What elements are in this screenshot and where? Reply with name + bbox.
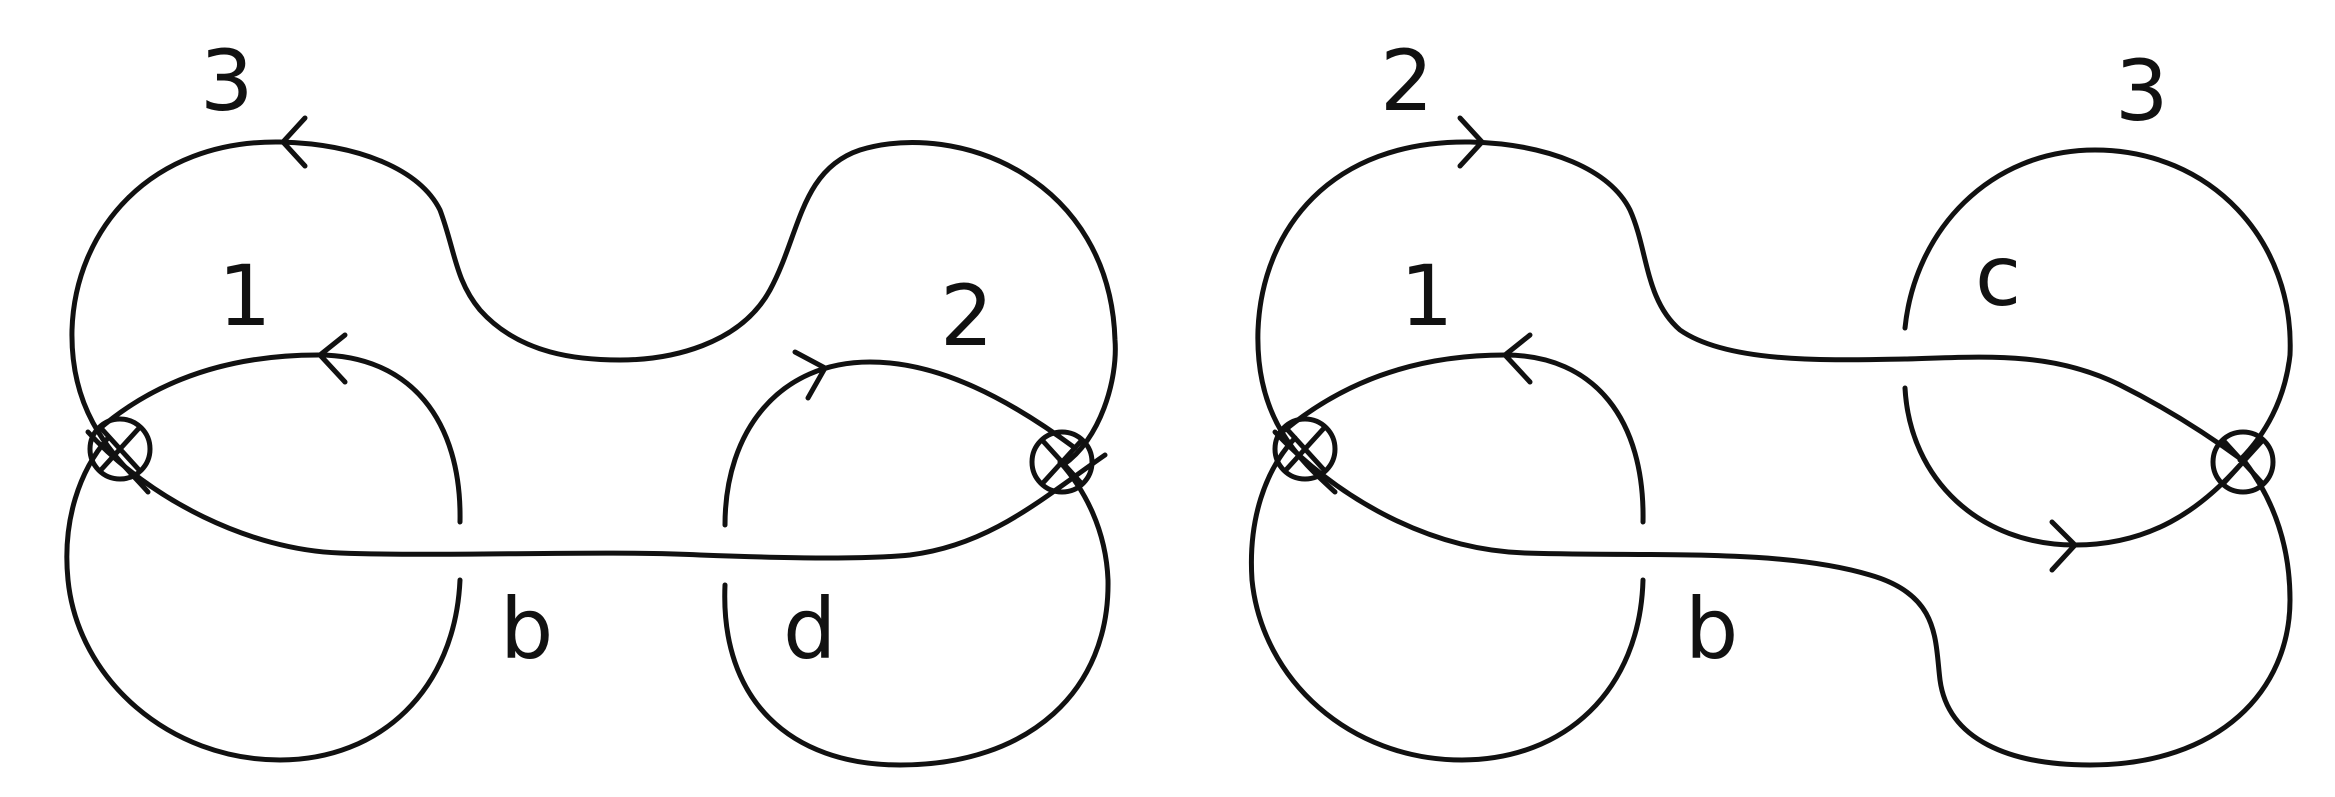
right-inner-arc-1 xyxy=(1282,352,1646,525)
left-label-d: d xyxy=(783,580,836,678)
left-label-b: b xyxy=(500,580,553,678)
right-virtual-crossing-2 xyxy=(2210,429,2276,495)
right-label-c: c xyxy=(1975,227,2021,325)
right-label-1: 1 xyxy=(1400,247,1453,345)
right-arrow-inner-1 xyxy=(1502,332,1533,385)
right-crossing-1-x xyxy=(1282,424,1328,474)
right-arc-c xyxy=(1902,385,2243,548)
left-knot-diagram: 3 1 2 b d xyxy=(64,32,1118,768)
left-label-1: 1 xyxy=(218,247,271,345)
right-virtual-crossing-1 xyxy=(1272,416,1338,482)
right-lower-left-loop xyxy=(1248,435,1646,763)
right-label-3: 3 xyxy=(2115,42,2168,140)
left-crossing-1-x xyxy=(97,424,143,474)
right-component-3-loop xyxy=(1902,147,2293,463)
right-arrow-arc-c xyxy=(2049,519,2078,573)
right-outer-left-loop xyxy=(1255,139,1908,495)
left-lower-left-loop xyxy=(64,435,463,763)
left-arrow-arc-2 xyxy=(792,349,828,401)
right-label-b: b xyxy=(1685,580,1738,678)
left-label-2: 2 xyxy=(940,267,993,365)
left-label-3: 3 xyxy=(200,32,253,130)
left-arrow-inner-1 xyxy=(317,332,348,385)
left-arc-2 xyxy=(722,359,1078,528)
right-knot-diagram: 2 3 1 c b xyxy=(1248,32,2293,768)
right-crossing-2-x xyxy=(2220,437,2266,487)
left-arrow-outer xyxy=(280,115,308,169)
left-crossing-2-x xyxy=(1039,437,1085,487)
left-horizontal-strand xyxy=(85,429,1108,561)
left-lower-right-loop xyxy=(722,459,1111,768)
right-horizontal-strand xyxy=(1272,429,2293,768)
left-inner-arc-1 xyxy=(95,352,463,525)
right-label-2: 2 xyxy=(1380,32,1433,130)
left-outer-loop xyxy=(69,139,1118,495)
left-virtual-crossing-1 xyxy=(87,416,153,482)
right-upper-right-strand xyxy=(1902,354,2248,465)
right-arrow-outer xyxy=(1457,115,1485,169)
left-virtual-crossing-2 xyxy=(1029,429,1095,495)
